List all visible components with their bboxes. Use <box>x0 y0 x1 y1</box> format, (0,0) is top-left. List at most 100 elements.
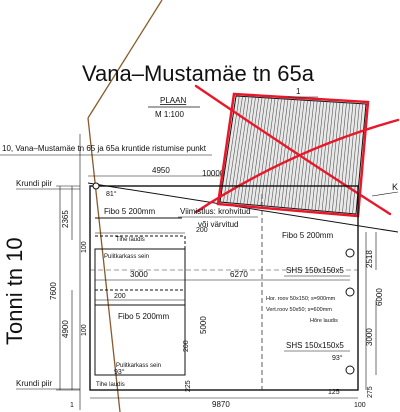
hatch-line <box>274 99 289 207</box>
shs-label-2: SHS 150x150x5 <box>286 341 344 350</box>
hatch-line <box>348 103 360 214</box>
hatch-line <box>301 100 315 210</box>
hatch-line <box>311 101 325 211</box>
red-stroke-1 <box>194 84 392 216</box>
dim-bottom-1: 1 <box>70 402 74 409</box>
right-edge-leader <box>371 191 399 197</box>
pulitkarkass-2: Pulitkarkass sein <box>116 363 161 369</box>
dim-6270: 6270 <box>230 270 248 279</box>
hatch-line <box>287 99 302 209</box>
hatch-line <box>342 103 354 213</box>
hatch-line <box>226 96 243 203</box>
roof-panel-hatching <box>223 96 364 214</box>
left-dimension-lines <box>56 185 80 391</box>
street-label: Tonni tn 10 <box>2 237 27 345</box>
dim-5000: 5000 <box>199 316 208 334</box>
column-circle-4 <box>92 182 100 190</box>
angle-right: 93° <box>332 354 343 362</box>
dim-6000: 6000 <box>375 288 384 306</box>
dim-125: 125 <box>328 389 340 396</box>
plan-label: PLAAN <box>160 96 186 105</box>
hatch-line <box>267 98 282 207</box>
roof-note-3: Hõre laudis <box>310 318 338 324</box>
hatch-line <box>328 102 341 212</box>
tihe-laudis-1: Tihe laudis <box>116 237 145 243</box>
hatch-line <box>277 99 292 208</box>
red-stroke-2 <box>194 118 400 214</box>
dim-200c: 200 <box>183 340 190 352</box>
hatch-line <box>325 102 338 212</box>
pulitkarkass-1: Pulitkarkass sein <box>104 254 149 260</box>
hatch-line <box>284 99 299 208</box>
right-dimension-lines <box>365 232 377 390</box>
drawing-title: Vana–Mustamäe tn 65a <box>82 61 315 86</box>
dim-200b: 200 <box>114 293 126 300</box>
hatch-line <box>260 98 276 206</box>
column-markers <box>92 182 355 375</box>
hatch-line <box>338 102 351 213</box>
finish-note-1: Viimistlus: krohvitud <box>180 207 251 216</box>
dim-100: 100 <box>354 402 366 409</box>
dim-left-100a: 100 <box>81 241 88 253</box>
dim-4950: 4950 <box>152 166 170 175</box>
brown-property-lines <box>87 0 163 412</box>
roof-note-1: Hor. roov 50x150; s=900mm <box>266 296 336 302</box>
dim-275: 275 <box>367 386 374 398</box>
boundary-label-bottom: Krundi piir <box>16 379 52 388</box>
dim-2518: 2518 <box>365 250 374 268</box>
hatch-line <box>229 96 247 203</box>
hatch-line <box>297 100 312 209</box>
angle-bottom: 93° <box>114 368 125 376</box>
hatch-line <box>331 102 344 212</box>
finish-note-2: või värvitud <box>198 220 238 229</box>
hatch-line <box>250 97 266 205</box>
internal-walls <box>94 217 186 376</box>
dim-2365: 2365 <box>61 210 70 228</box>
dim-10000: 10000 <box>202 169 225 178</box>
hatch-line <box>318 101 331 211</box>
red-cross-out <box>194 84 400 216</box>
hatch-line <box>263 98 279 206</box>
brown-line-top <box>87 0 163 119</box>
hatch-line <box>280 99 295 208</box>
dim-225: 225 <box>185 380 192 392</box>
hatch-line <box>270 98 286 207</box>
shs-label-1: SHS 150x150x5 <box>286 266 344 275</box>
hatch-line <box>304 100 318 210</box>
building-outline <box>89 185 359 391</box>
corner-note: 10, Vana–Mustamäe tn 65 ja 65a kruntide … <box>2 144 207 153</box>
hatch-line <box>257 98 273 206</box>
hatch-line <box>253 97 269 206</box>
hatch-line <box>352 103 364 214</box>
hatch-line <box>321 101 334 212</box>
tihe-laudis-2: Tihe laudis <box>96 382 125 388</box>
dim-3000: 3000 <box>130 270 148 279</box>
sloped-boundary-line <box>87 182 399 233</box>
fibo-label-3: Fibo 5 200mm <box>282 231 333 240</box>
dim-200a: 200 <box>196 227 208 234</box>
hatch-line <box>335 102 347 213</box>
dim-9870: 9870 <box>212 400 230 409</box>
dim-right-num: 1 <box>296 87 301 96</box>
hatch-line <box>314 101 328 211</box>
boundary-label-top: Krundi piir <box>16 179 52 188</box>
dim-left-100b: 100 <box>81 324 88 336</box>
scale-label: M 1:100 <box>155 110 184 119</box>
column-circle-3 <box>345 365 355 375</box>
hatch-line <box>308 101 321 210</box>
fibo-label-1: Fibo 5 200mm <box>104 207 155 216</box>
dim-4900: 4900 <box>61 320 70 338</box>
room-lower <box>94 304 186 376</box>
angle-top: 81° <box>106 190 117 198</box>
fibo-label-2: Fibo 5 200mm <box>118 312 169 321</box>
brown-line-left <box>87 117 121 412</box>
right-edge-label: K <box>392 182 398 192</box>
hatch-line <box>345 103 357 214</box>
dim-7600: 7600 <box>49 282 58 300</box>
roof-note-2: Vert.roov 50x50; s=600mm <box>266 307 332 313</box>
horizontal-dimension-lines <box>90 232 358 399</box>
column-circle-1 <box>345 248 355 258</box>
roof-panel <box>216 92 370 218</box>
dim-3000v: 3000 <box>365 328 374 346</box>
